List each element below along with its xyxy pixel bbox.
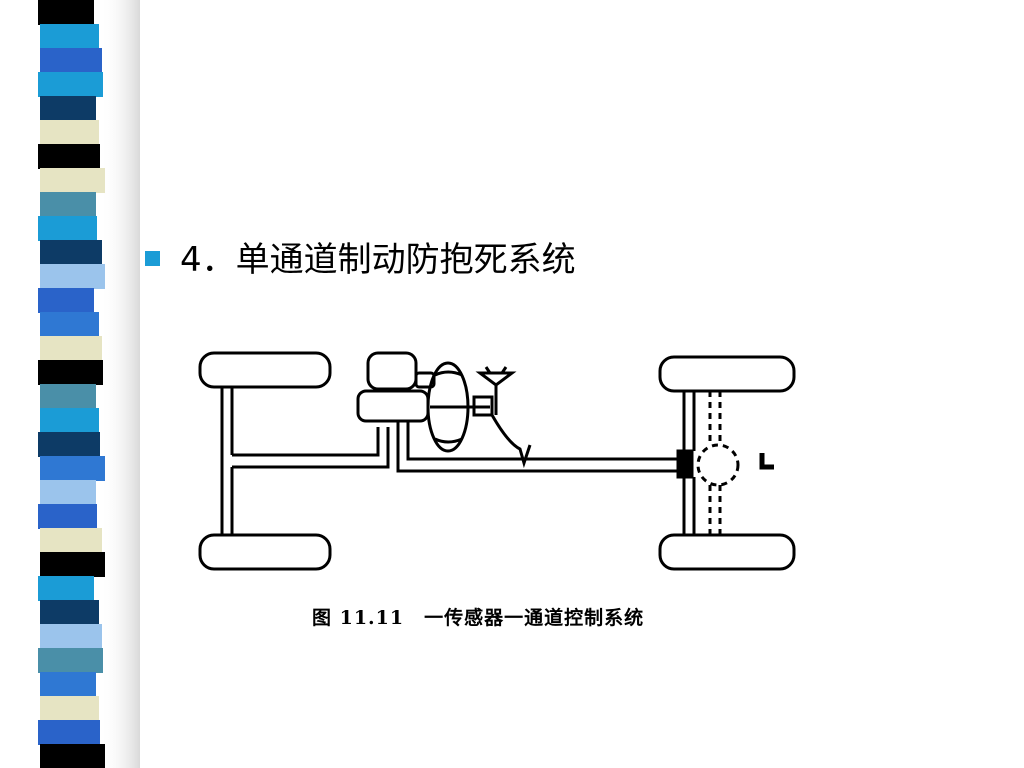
strip-band [38, 288, 94, 313]
strip-band [40, 168, 105, 193]
strip-band [40, 624, 102, 649]
wheel-rear-left [198, 533, 332, 571]
slide-heading: 4．单通道制动防抱死系统 [180, 240, 576, 280]
bullet-square-icon [145, 251, 160, 266]
figure-caption: 图 11.11 一传感器一通道控制系统 [312, 607, 645, 629]
strip-band [38, 432, 100, 457]
decorative-side-strip [38, 0, 140, 768]
strip-band [38, 216, 97, 241]
wheel-rear-right [658, 533, 796, 571]
strip-band [38, 576, 94, 601]
strip-band [40, 672, 96, 697]
strip-band [40, 192, 96, 217]
strip-band [38, 0, 94, 25]
strip-band [38, 144, 100, 169]
strip-band [40, 600, 99, 625]
strip-band [40, 696, 99, 721]
differential-sensor [696, 443, 740, 487]
strip-band [40, 384, 96, 409]
strip-band [38, 720, 100, 745]
strip-band [40, 528, 102, 553]
strip-band [40, 456, 105, 481]
strip-band [38, 360, 103, 385]
strip-band [40, 24, 99, 49]
wheel-front-left [198, 351, 332, 389]
strip-band [40, 552, 105, 577]
master-cylinder-reservoir [366, 351, 418, 391]
master-cylinder-body [356, 389, 430, 423]
strip-band [40, 408, 99, 433]
strip-band [40, 744, 105, 768]
strip-band [38, 504, 97, 529]
strip-band [40, 264, 105, 289]
abs-single-channel-diagram [198, 351, 796, 571]
strip-band [38, 72, 103, 97]
strip-band [40, 336, 102, 361]
wheel-front-right [658, 355, 796, 393]
strip-band [40, 120, 99, 145]
strip-band [40, 312, 99, 337]
strip-band [40, 480, 96, 505]
strip-band [40, 48, 102, 73]
strip-band [40, 240, 102, 265]
modulator-valve [676, 449, 694, 479]
strip-band [38, 648, 103, 673]
strip-band [40, 96, 96, 121]
